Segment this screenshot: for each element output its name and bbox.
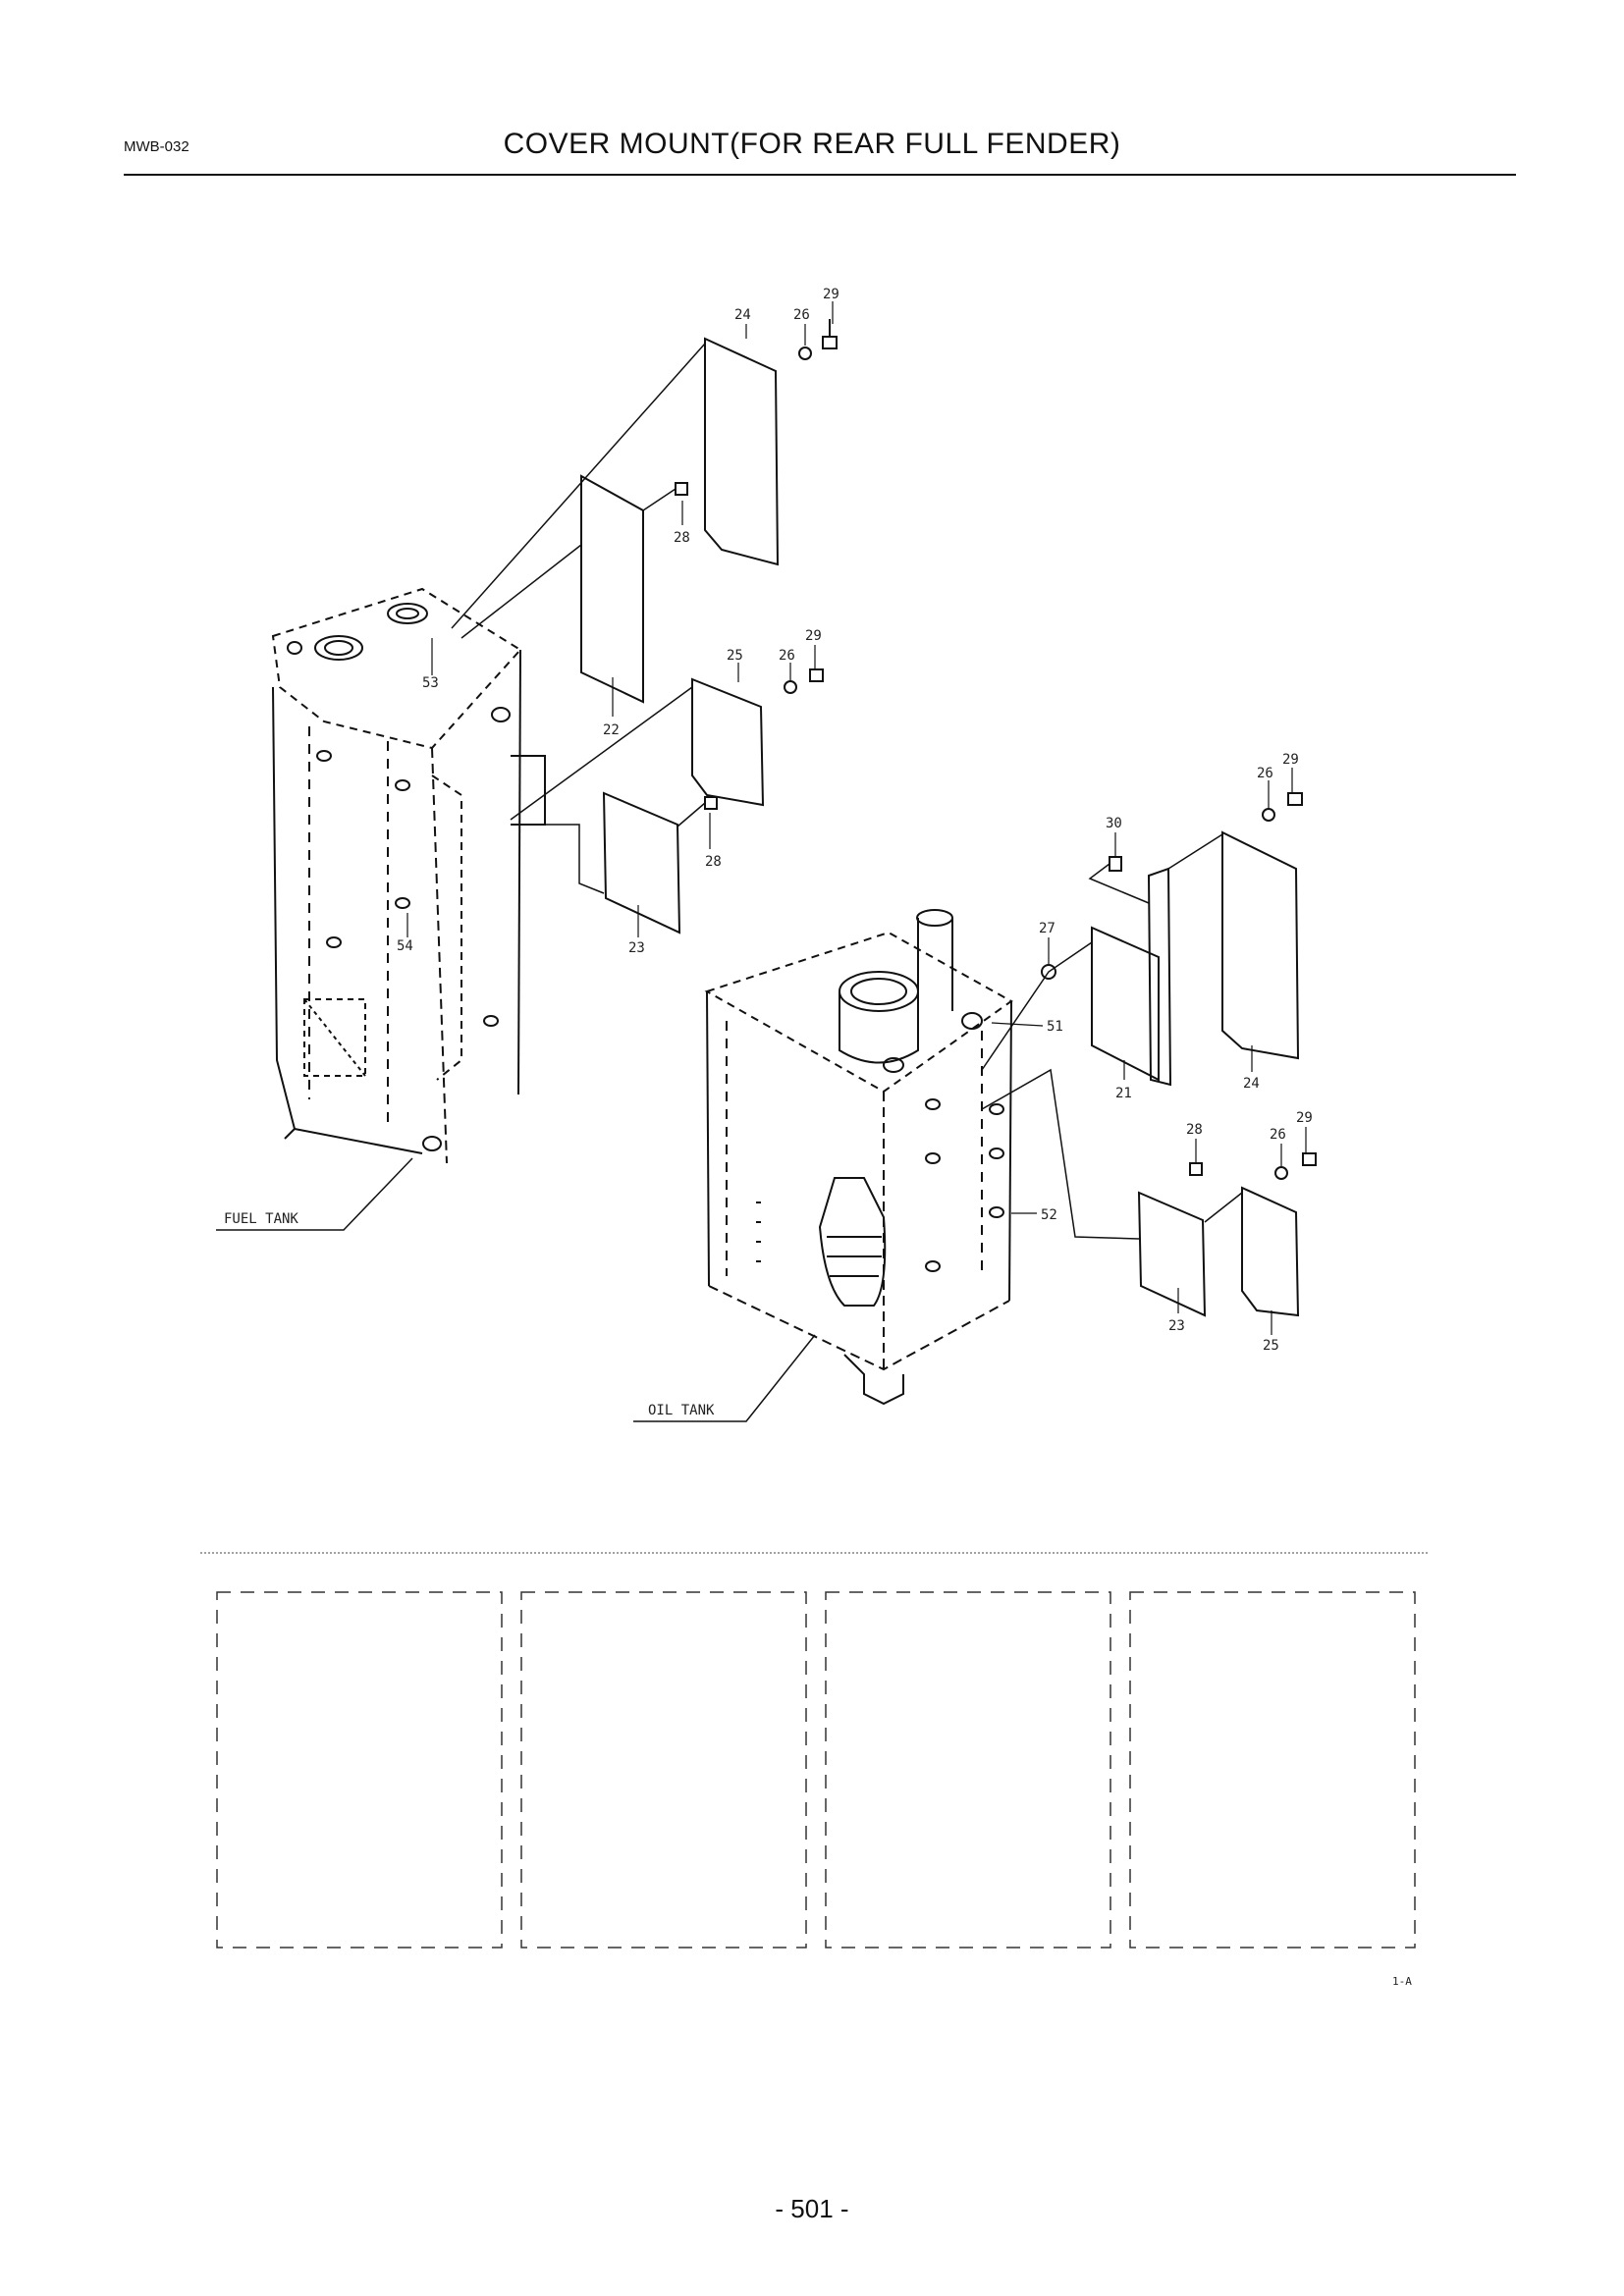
washer-26-right-upper — [1262, 808, 1275, 822]
fuel-tank-left-edge — [272, 686, 423, 1154]
reference-boxes — [216, 1591, 1416, 1949]
header-rule — [124, 174, 1516, 176]
oil-tank — [704, 909, 1013, 1406]
callout-54: 54 — [397, 938, 413, 954]
washer-26-middle — [784, 680, 797, 694]
fuel-filler-cap — [314, 635, 363, 661]
callout-21: 21 — [1115, 1086, 1132, 1101]
fuel-tank-right-edge — [517, 649, 521, 1095]
bolt-30 — [1109, 856, 1122, 872]
fuel-tank — [271, 587, 546, 1164]
cover-24-upper — [704, 337, 780, 566]
callout-25-upper: 25 — [727, 648, 743, 664]
washer-26-upper — [798, 347, 812, 360]
bolt-28-middle — [704, 796, 718, 810]
fuel-tank-inspection-plate — [303, 998, 366, 1077]
oil-tank-label: OIL TANK — [648, 1403, 715, 1418]
cover-25-lower — [1241, 1186, 1300, 1317]
callout-26-right-upper: 26 — [1257, 766, 1273, 781]
callout-28-upper: 28 — [674, 530, 690, 546]
callout-29-upper: 29 — [823, 287, 839, 302]
figure-ref: 1-A — [1392, 1975, 1412, 1988]
cover-24-lower — [1221, 830, 1300, 1060]
callout-26-upper: 26 — [793, 307, 810, 323]
oil-tank-right-edge — [1008, 1000, 1012, 1302]
mounting-plate-21 — [1091, 926, 1160, 1082]
fuel-tank-leader — [216, 1157, 413, 1231]
callout-29-right-upper: 29 — [1282, 752, 1299, 768]
fuel-level-port — [387, 603, 428, 624]
callout-28-middle: 28 — [705, 854, 722, 870]
callout-30: 30 — [1106, 816, 1122, 831]
bracket-21-flange — [1147, 867, 1172, 1087]
page-number: - 501 - — [775, 2194, 849, 2223]
fuel-tank-label: FUEL TANK — [224, 1211, 298, 1227]
callout-28-lower: 28 — [1186, 1122, 1203, 1138]
callout-27: 27 — [1039, 921, 1056, 936]
callout-53: 53 — [422, 675, 439, 691]
callout-26-right-lower: 26 — [1270, 1127, 1286, 1143]
oil-tank-suction-pipe — [839, 991, 919, 1064]
oil-tank-left-edge — [706, 990, 710, 1287]
callout-29-middle: 29 — [805, 628, 822, 644]
callout-29-right-lower: 29 — [1296, 1110, 1313, 1126]
reference-box-3 — [825, 1591, 1111, 1949]
cover-25-upper — [691, 677, 765, 807]
bolt-28-lower — [1189, 1162, 1203, 1176]
bolt-28-upper — [675, 482, 688, 496]
bolt-29-right-lower — [1302, 1152, 1317, 1166]
callout-24-upper: 24 — [734, 307, 751, 323]
callout-23-upper: 23 — [628, 940, 645, 956]
oil-tank-leader — [633, 1334, 816, 1422]
oil-tank-strainer — [818, 1177, 887, 1307]
reference-box-4 — [1129, 1591, 1416, 1949]
callout-24-lower: 24 — [1243, 1076, 1260, 1092]
reference-box-2 — [520, 1591, 807, 1949]
mounting-plate-23-lower — [1137, 1191, 1207, 1317]
callout-51: 51 — [1047, 1019, 1063, 1035]
header-code: MWB-032 — [124, 138, 189, 155]
page-title: COVER MOUNT(FOR REAR FULL FENDER) — [503, 128, 1121, 160]
callout-22: 22 — [603, 722, 620, 738]
bolt-29-right-upper — [1287, 792, 1303, 806]
callout-25-lower: 25 — [1263, 1338, 1279, 1354]
fuel-tank-front-edge — [431, 747, 448, 1164]
mounting-plate-23-upper — [602, 791, 681, 934]
callout-26-middle: 26 — [779, 648, 795, 664]
mounting-plate-22 — [580, 474, 644, 704]
washer-26-right-lower — [1274, 1166, 1288, 1180]
bolt-29-upper — [822, 319, 838, 349]
reference-box-1 — [216, 1591, 503, 1949]
callout-52: 52 — [1041, 1207, 1057, 1223]
oil-tank-breather-pipe — [917, 918, 953, 1011]
bolt-29-middle — [809, 668, 824, 682]
callout-23-lower: 23 — [1168, 1318, 1185, 1334]
oil-tank-top — [704, 931, 1013, 1094]
